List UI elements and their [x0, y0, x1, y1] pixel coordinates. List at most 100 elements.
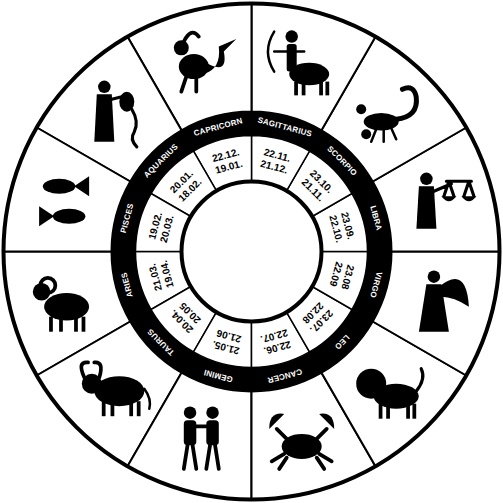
figure-part [371, 128, 396, 142]
figure-part [111, 401, 115, 416]
date-range: 23.08 22.09 [326, 260, 356, 290]
zodiac-figure [269, 414, 334, 469]
date-range: 22.12. 19.01. [211, 146, 244, 176]
date-range: 23.10. 21.11. [299, 167, 336, 204]
sign-sector: GEMINI 21.05. 21.06 [180, 318, 266, 398]
figure-part [144, 389, 150, 409]
sign-sector: PISCES 19.02. 20.03. [105, 180, 185, 266]
figure-part [416, 369, 423, 392]
figure-cell [252, 4, 376, 131]
zodiac-figure [39, 176, 89, 226]
figure-part [98, 81, 111, 94]
figure-part [406, 404, 410, 419]
figure-part [364, 113, 399, 131]
figure-part [269, 414, 284, 429]
sign-sector: SCORPIO23.10. 21.11. [281, 126, 377, 222]
zodiac-figure [416, 173, 476, 229]
figure-part [206, 406, 219, 419]
figure-part [287, 44, 297, 72]
date-range: 22.06. 22.07. [259, 326, 292, 356]
figure-part [74, 317, 78, 332]
date-range: 20.01. 18.02. [167, 167, 204, 204]
zodiac-figure [81, 362, 150, 416]
zodiac-figure [184, 406, 219, 469]
figure-part [319, 82, 323, 96]
sign-sector: LEO23.07. 22.08 [281, 281, 377, 377]
figure-part [379, 404, 383, 419]
figure-part [356, 369, 386, 399]
figure-part [386, 404, 390, 419]
date-range: 20.04. 20.05 [167, 299, 204, 336]
sign-sector: AQUARIUS20.01. 18.02. [126, 126, 222, 222]
figure-part [81, 362, 101, 377]
figure-part [268, 32, 304, 72]
zodiac-figure [174, 33, 237, 92]
figure-part [40, 278, 55, 293]
figure-part [428, 270, 441, 283]
sign-name: LIBRA [368, 205, 382, 232]
sign-name: CAPRICORN [193, 117, 244, 138]
zodiac-figure [94, 81, 137, 147]
outer-rim [4, 4, 500, 500]
figure-part [396, 88, 416, 119]
figure-part [441, 196, 456, 201]
figure-part [302, 82, 306, 96]
figure-part [184, 420, 197, 445]
figure-part [74, 176, 89, 196]
figure-part [294, 82, 298, 96]
figure-part [39, 206, 54, 226]
sign-name: SCORPIO [326, 145, 359, 178]
figure-part [112, 97, 137, 147]
figure-part [439, 279, 469, 307]
zodiac-figure [268, 30, 329, 95]
figure-part [43, 179, 76, 194]
figure-part [285, 30, 298, 43]
sign-name: VIRGO [368, 271, 383, 299]
figure-part [272, 429, 332, 469]
zodiac-figure [33, 278, 89, 332]
date-range: 19.02. 20.03. [146, 211, 176, 244]
wheel-group [4, 4, 500, 500]
date-range: 22.11. 21.12. [259, 146, 292, 176]
zodiac-figure [356, 369, 423, 419]
figure-part [181, 77, 196, 92]
figure-part [129, 401, 133, 416]
figure-part [94, 94, 114, 142]
zodiac-figure [419, 270, 469, 331]
figure-cell [4, 128, 131, 252]
figure-part [412, 404, 416, 419]
figure-part [420, 173, 433, 186]
figure-part [102, 401, 106, 416]
center-circle [182, 182, 322, 322]
figure-part [325, 82, 329, 96]
sign-sector: TAURUS20.04. 20.05 [126, 281, 222, 377]
figure-part [44, 293, 89, 321]
date-range: 21.03. 19.04. [146, 259, 176, 292]
sign-name: TAURUS [146, 327, 176, 357]
figure-part [206, 420, 219, 445]
figure-cell [128, 373, 252, 500]
name-band [112, 112, 392, 392]
date-range: 21.05. 21.06 [211, 326, 244, 356]
figure-part [49, 317, 53, 332]
figure-part [184, 426, 219, 469]
date-range: 23.07. 22.08 [299, 299, 336, 336]
figure-part [174, 40, 189, 55]
sign-name: SAGITTARIUS [257, 117, 313, 139]
figure-part [434, 181, 474, 196]
sign-name: PISCES [120, 203, 136, 235]
figure-part [319, 414, 334, 429]
figure-part [184, 33, 199, 42]
figure-part [184, 406, 197, 419]
figure-part [137, 401, 141, 416]
figure-part [53, 209, 86, 224]
zodiac-figure [356, 88, 416, 142]
sign-name: LEO [333, 333, 351, 351]
figure-part [361, 129, 371, 139]
sign-name: AQUARIUS [142, 142, 179, 179]
sign-name: GEMINI [203, 367, 234, 382]
sign-name: CANCER [266, 367, 302, 384]
